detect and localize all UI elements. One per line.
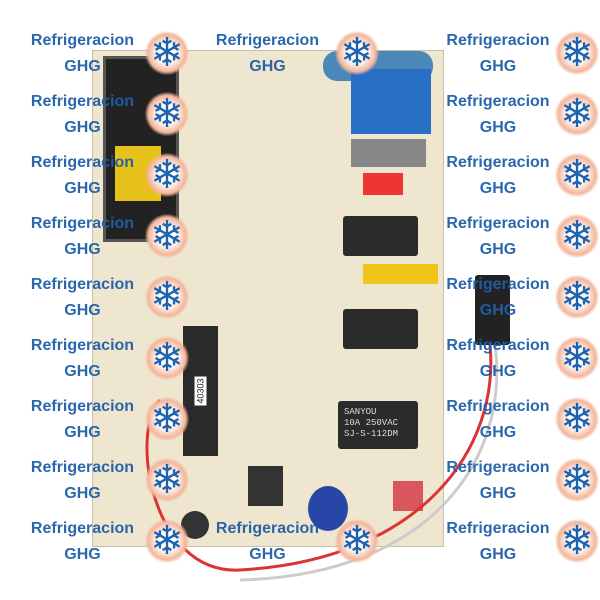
watermark-line1: Refrigeracion (215, 520, 320, 537)
watermark-line2: GHG (479, 546, 517, 563)
snowflake-icon: ❄ (555, 397, 599, 441)
snowflake-icon: ❄ (555, 92, 599, 136)
watermark-line1: Refrigeracion (215, 32, 320, 49)
watermark-line1: Refrigeracion (446, 520, 550, 537)
wire-connector (475, 275, 510, 345)
watermark-line2: GHG (249, 58, 286, 75)
relay-model: SJ-S-112DM (344, 429, 399, 439)
snowflake-icon: ❄ (145, 214, 189, 258)
snowflake-icon: ❄ (555, 275, 599, 319)
microcontroller: 40303 (183, 326, 218, 456)
relay-rating: 10A 250VAC (344, 418, 399, 428)
watermark-line1: Refrigeracion (30, 32, 135, 49)
watermark-line2: GHG (249, 546, 286, 563)
snowflake-icon: ❄ (555, 153, 599, 197)
snowflake-icon: ❄ (555, 519, 599, 563)
watermark-line1: Refrigeracion (30, 398, 135, 415)
snowflake-icon: ❄ (145, 397, 189, 441)
watermark-line2: GHG (64, 485, 101, 502)
watermark-line2: GHG (64, 180, 101, 197)
watermark-line1: Refrigeracion (446, 337, 550, 354)
watermark-line1: Refrigeracion (446, 32, 550, 49)
pink-connector (393, 481, 423, 511)
watermark-line2: GHG (479, 241, 517, 258)
watermark-line1: Refrigeracion (30, 215, 135, 232)
snowflake-icon: ❄ (555, 31, 599, 75)
watermark-line1: Refrigeracion (30, 154, 135, 171)
watermark-line1: Refrigeracion (30, 93, 135, 110)
watermark-line2: GHG (479, 424, 517, 441)
relay-brand: SANYOU (344, 407, 377, 417)
watermark-line1: Refrigeracion (446, 93, 550, 110)
snowflake-icon: ❄ (555, 214, 599, 258)
snowflake-icon: ❄ (145, 153, 189, 197)
relay-1 (343, 216, 418, 256)
voltage-regulator (248, 466, 283, 506)
watermark-line2: GHG (479, 58, 517, 75)
snowflake-icon: ❄ (335, 519, 379, 563)
watermark-line2: GHG (64, 424, 101, 441)
red-connector (363, 173, 403, 195)
watermark-line1: Refrigeracion (30, 520, 135, 537)
watermark-line1: Refrigeracion (446, 276, 550, 293)
snowflake-icon: ❄ (555, 336, 599, 380)
watermark-line1: Refrigeracion (446, 459, 550, 476)
watermark-line2: GHG (479, 363, 517, 380)
watermark-line1: Refrigeracion (446, 154, 550, 171)
watermark-line1: Refrigeracion (30, 459, 135, 476)
watermark-line2: GHG (64, 119, 101, 136)
watermark-line2: GHG (479, 302, 517, 319)
watermark-line1: Refrigeracion (30, 276, 135, 293)
snowflake-icon: ❄ (555, 458, 599, 502)
relay-2 (343, 309, 418, 349)
watermark-line2: GHG (479, 119, 517, 136)
snowflake-icon: ❄ (145, 336, 189, 380)
blue-x-capacitor (351, 69, 431, 134)
watermark-line2: GHG (64, 302, 101, 319)
watermark-line2: GHG (64, 58, 101, 75)
watermark-line2: GHG (479, 180, 517, 197)
watermark-line1: Refrigeracion (446, 215, 550, 232)
snowflake-icon: ❄ (145, 458, 189, 502)
watermark-line1: Refrigeracion (446, 398, 550, 415)
watermark-line2: GHG (64, 241, 101, 258)
grey-component (351, 139, 426, 167)
snowflake-icon: ❄ (145, 31, 189, 75)
snowflake-icon: ❄ (335, 31, 379, 75)
snowflake-icon: ❄ (145, 519, 189, 563)
snowflake-icon: ❄ (145, 275, 189, 319)
watermark-line2: GHG (64, 546, 101, 563)
watermark-line1: Refrigeracion (30, 337, 135, 354)
snowflake-icon: ❄ (145, 92, 189, 136)
watermark-line2: GHG (479, 485, 517, 502)
watermark-line2: GHG (64, 363, 101, 380)
yellow-capacitor (363, 264, 438, 284)
